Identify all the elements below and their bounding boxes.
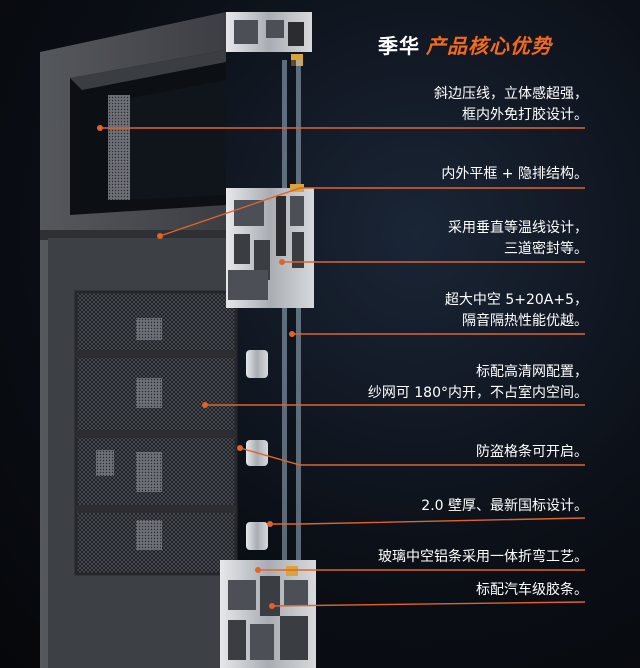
feature-text: 采用垂直等温线设计， <box>448 220 588 236</box>
feature-text: 框内外免打胶设计。 <box>462 107 588 123</box>
leader-dot-8 <box>255 567 261 573</box>
profile-middle <box>226 184 314 308</box>
leader-line-2 <box>159 187 585 237</box>
brand-name: 季华 <box>378 34 420 58</box>
feature-text: 标配高清网配置， <box>476 364 588 380</box>
lower-sash <box>48 238 238 668</box>
upper-pane <box>70 50 226 215</box>
leader-dot-7 <box>267 521 273 527</box>
leader-dot-2 <box>157 233 163 239</box>
page-title: 季华产品核心优势 <box>378 30 552 59</box>
feature-text: 防盗格条可开启。 <box>476 444 588 460</box>
feature-text: 内外平框 + 隐排结构。 <box>441 166 588 182</box>
feature-callout-5: 标配高清网配置， 纱网可 180°内开，不占室内空间。 <box>368 362 588 404</box>
profile-top <box>226 12 312 66</box>
leader-line-7 <box>270 517 586 525</box>
leader-dot-9 <box>269 603 275 609</box>
feature-text: 三道密封等。 <box>504 241 588 257</box>
feature-text: 超大中空 5+20A+5， <box>444 292 588 308</box>
feature-callout-3: 采用垂直等温线设计， 三道密封等。 <box>448 218 588 260</box>
leader-dot-6 <box>237 445 243 451</box>
feature-text: 2.0 壁厚、最新国标设计。 <box>421 498 588 514</box>
leader-line-9 <box>271 601 586 607</box>
leader-line-6 <box>239 447 585 466</box>
leader-dot-5 <box>202 402 208 408</box>
feature-text: 玻璃中空铝条采用一体折弯工艺。 <box>378 549 588 565</box>
feature-callout-2: 内外平框 + 隐排结构。 <box>441 164 588 185</box>
leader-dot-4 <box>289 331 295 337</box>
feature-callout-4: 超大中空 5+20A+5， 隔音隔热性能优越。 <box>445 290 588 332</box>
feature-callout-8: 玻璃中空铝条采用一体折弯工艺。 <box>378 547 588 568</box>
title-heading: 产品核心优势 <box>426 34 552 58</box>
feature-callout-6: 防盗格条可开启。 <box>476 442 588 463</box>
profile-bottom <box>220 560 316 668</box>
leader-dot-3 <box>279 259 285 265</box>
insulated-glass <box>282 60 301 580</box>
leader-dots <box>97 125 295 609</box>
feature-text: 斜边压线，立体感超强， <box>434 86 588 102</box>
feature-callout-9: 标配汽车级胶条。 <box>476 580 588 601</box>
feature-text: 标配汽车级胶条。 <box>476 582 588 598</box>
leader-lines <box>100 127 586 607</box>
feature-callout-7: 2.0 壁厚、最新国标设计。 <box>421 496 588 517</box>
leader-dot-1 <box>97 125 103 131</box>
feature-text: 隔音隔热性能优越。 <box>462 313 588 329</box>
feature-text: 纱网可 180°内开，不占室内空间。 <box>367 385 588 401</box>
feature-callout-1: 斜边压线，立体感超强， 框内外免打胶设计。 <box>434 84 588 126</box>
